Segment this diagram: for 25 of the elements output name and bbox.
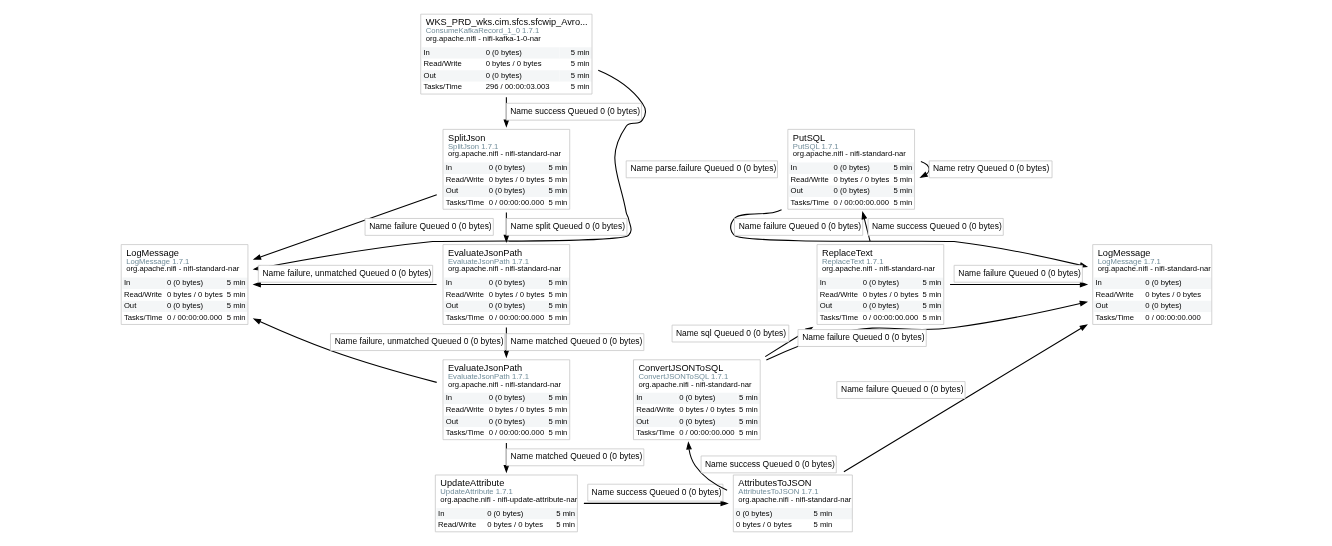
edge-label: Name matched Queued 0 (0 bytes) (510, 451, 642, 462)
edge-label: Name failure Queued 0 (0 bytes) (738, 221, 861, 232)
arrow (252, 194, 437, 260)
edge-label: Name parse.failure Queued 0 (0 bytes) (629, 163, 776, 174)
arrow (685, 441, 728, 491)
arrow (252, 281, 437, 288)
arrow (582, 500, 729, 507)
edge-label: Name failure Queued 0 (0 bytes) (801, 332, 925, 343)
edge-label: Name success Queued 0 (0 bytes) (591, 486, 722, 497)
edge-label: Name failure, unmatched Queued 0 (0 bytes) (262, 267, 431, 278)
arrow (842, 324, 1088, 473)
edge-label: Name success Queued 0 (0 bytes) (509, 105, 640, 116)
arrow (252, 318, 437, 383)
edge-label: Name failure Queued 0 (0 bytes) (957, 267, 1081, 278)
edge-label: Name matched Queued 0 (0 bytes) (510, 336, 642, 347)
edge-label: Name retry Queued 0 (0 bytes) (932, 163, 1049, 174)
edge-label: Name success Queued 0 (0 bytes) (704, 458, 835, 469)
edge-label: Name failure, unmatched Queued 0 (0 bytes) (334, 336, 504, 347)
edge-label: Name sql Queued 0 (0 bytes) (675, 327, 786, 338)
edge-label: Name split Queued 0 (0 bytes) (510, 221, 625, 232)
edge-label: Name failure Queued 0 (0 bytes) (840, 384, 963, 395)
edge-label: Name success Queued 0 (0 bytes) (871, 221, 1002, 232)
edge-label: Name failure Queued 0 (0 bytes) (368, 221, 492, 232)
arrow (918, 160, 930, 178)
arrow (949, 281, 1088, 288)
